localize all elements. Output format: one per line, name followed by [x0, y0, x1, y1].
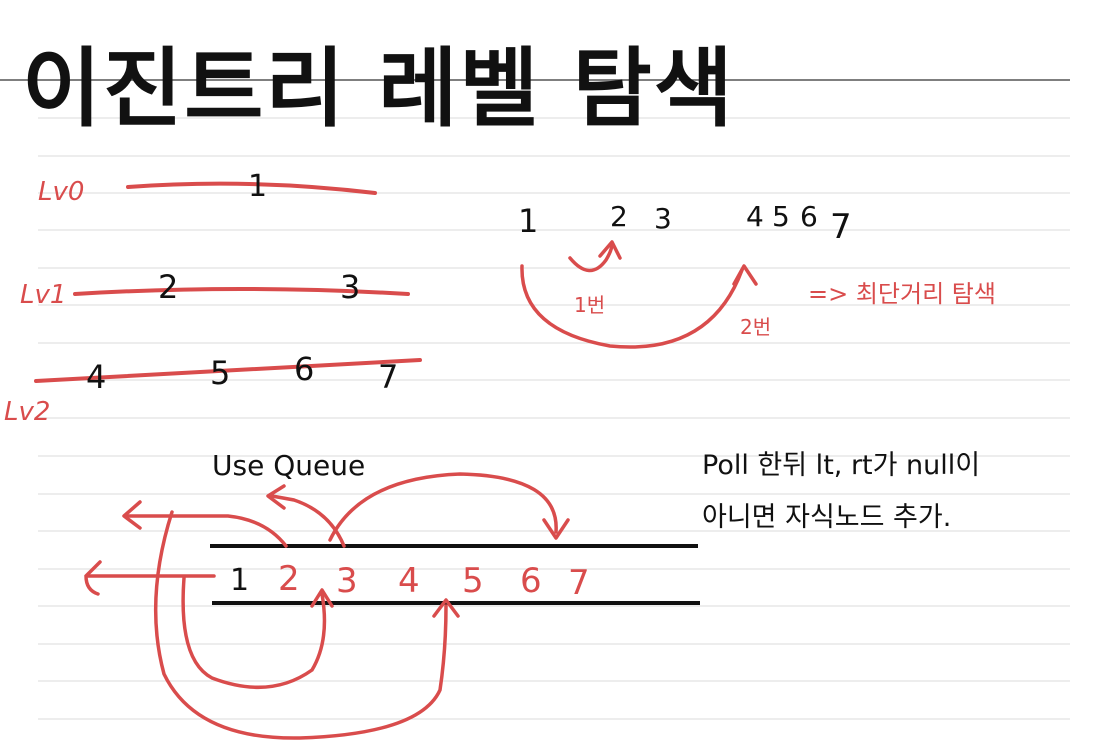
- poll-arrowhead: [84, 560, 102, 596]
- queue-item: 5: [462, 561, 484, 601]
- queue-item: 6: [520, 561, 542, 601]
- result-label: => 최단거리 탐색: [808, 280, 996, 308]
- add-arrowhead: [310, 588, 334, 608]
- sequence-item: 2: [610, 200, 628, 233]
- jump-label-2: 2번: [740, 315, 771, 339]
- poll-arrowhead: [122, 500, 142, 530]
- sequence-item: 3: [654, 202, 672, 235]
- sequence-item: 6: [800, 200, 818, 233]
- level-2-line: [34, 358, 422, 383]
- note-line-2: 아니면 자식노드 추가.: [702, 502, 951, 533]
- tree-node: 1: [248, 169, 267, 204]
- tree-node: 5: [210, 354, 230, 392]
- queue-item: 4: [398, 561, 420, 601]
- poll-arrow: [126, 514, 288, 548]
- queue-label: Use Queue: [212, 449, 365, 482]
- jump-arc-small: [568, 242, 614, 273]
- queue-item: 2: [278, 559, 300, 599]
- sequence-item: 7: [830, 207, 852, 247]
- queue-item: 1: [230, 563, 249, 598]
- tree-node: 2: [158, 268, 178, 306]
- level-1-line: [73, 287, 410, 296]
- jump-arrowhead: [732, 264, 758, 286]
- sequence-item: 5: [772, 200, 790, 233]
- page-title: 이진트리 레벨 탐색: [22, 39, 735, 139]
- level-label-lv0: Lv0: [38, 177, 84, 207]
- tree-node: 6: [294, 350, 314, 388]
- jump-arrowhead: [598, 240, 622, 260]
- jump-arc-large: [520, 264, 744, 349]
- jump-label-1: 1번: [574, 293, 605, 317]
- poll-arrowhead: [266, 484, 286, 510]
- add-arrow: [153, 510, 448, 740]
- queue-item: 7: [568, 563, 590, 603]
- tree-node: 4: [86, 358, 106, 396]
- level-label-lv2: Lv2: [4, 397, 50, 427]
- level-label-lv1: Lv1: [20, 280, 66, 310]
- tree-node: 3: [340, 268, 360, 306]
- tree-diagram: Lv0 Lv1 Lv2 1 2 3 4 5 6 7: [4, 169, 422, 427]
- add-arrow: [181, 576, 327, 690]
- add-arrow: [328, 472, 558, 542]
- ruled-lines: [0, 79, 1070, 720]
- queue-diagram: Use Queue 1 2 3 4 5 6 7: [84, 449, 700, 740]
- bfs-sequence: 1 2 3 4 5 6 7 1번 2번 => 최단거리 탐색: [518, 200, 996, 349]
- tree-node: 7: [378, 358, 398, 396]
- note-line-1: Poll 한뒤 lt, rt가 null이: [702, 450, 980, 481]
- sequence-item: 1: [518, 202, 538, 240]
- sequence-item: 4: [746, 200, 764, 233]
- add-arrowhead: [542, 518, 570, 540]
- queue-item: 3: [336, 561, 358, 601]
- add-arrowhead: [432, 598, 460, 618]
- level-0-line: [126, 181, 377, 195]
- poll-arrow: [270, 494, 346, 548]
